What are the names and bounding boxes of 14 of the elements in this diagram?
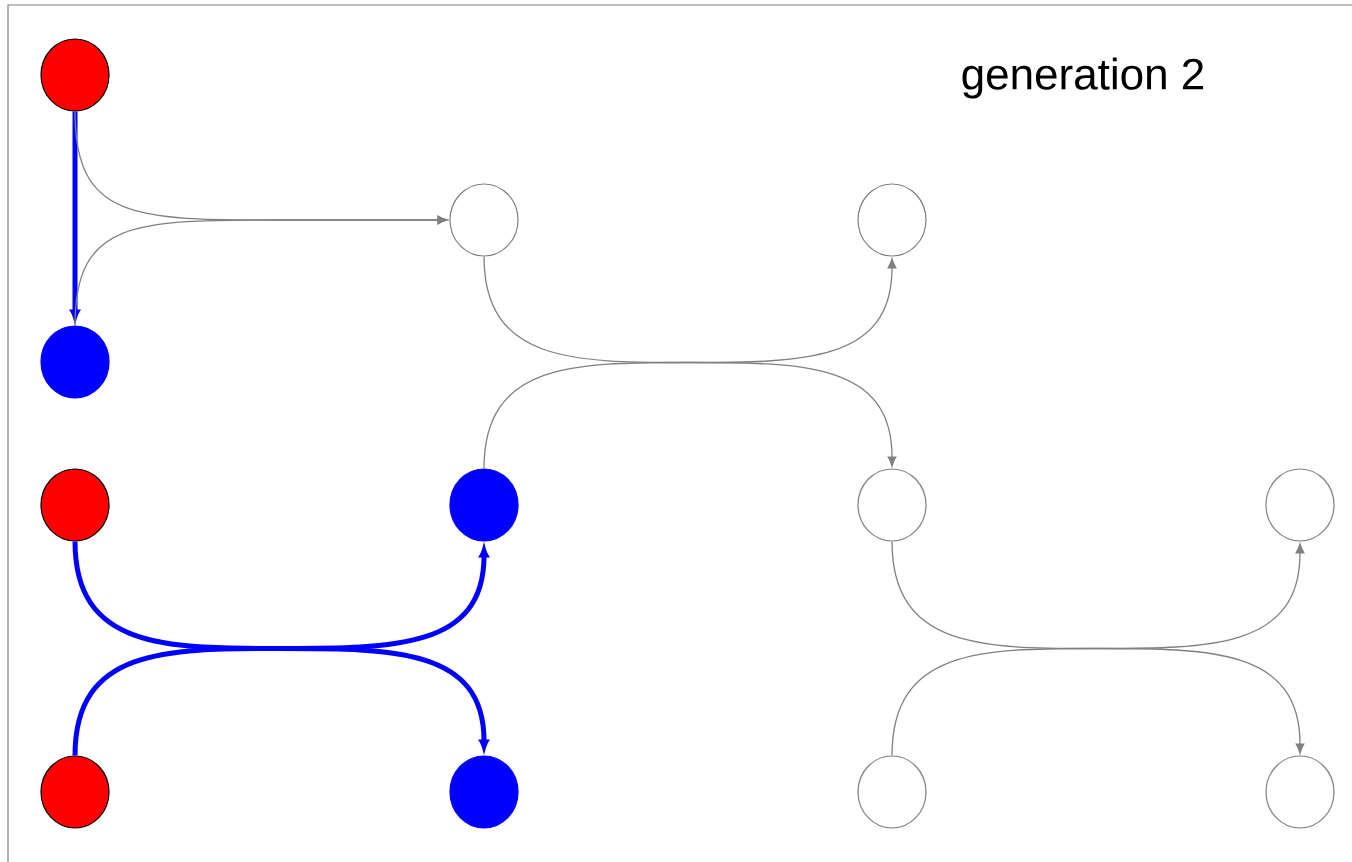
circle-node (857, 183, 927, 257)
circle-node (857, 755, 927, 829)
circle-node (857, 468, 927, 542)
arrow (74, 215, 448, 327)
circle-node (1265, 468, 1335, 542)
circle-node (40, 325, 110, 399)
circle-node (449, 755, 519, 829)
circle-node (449, 468, 519, 542)
title: generation 2 (962, 57, 1203, 99)
circle-node (40, 755, 110, 829)
circle-node (449, 183, 519, 257)
circle-node (40, 38, 110, 112)
circle-node (1265, 755, 1335, 829)
circle-node (40, 468, 110, 542)
